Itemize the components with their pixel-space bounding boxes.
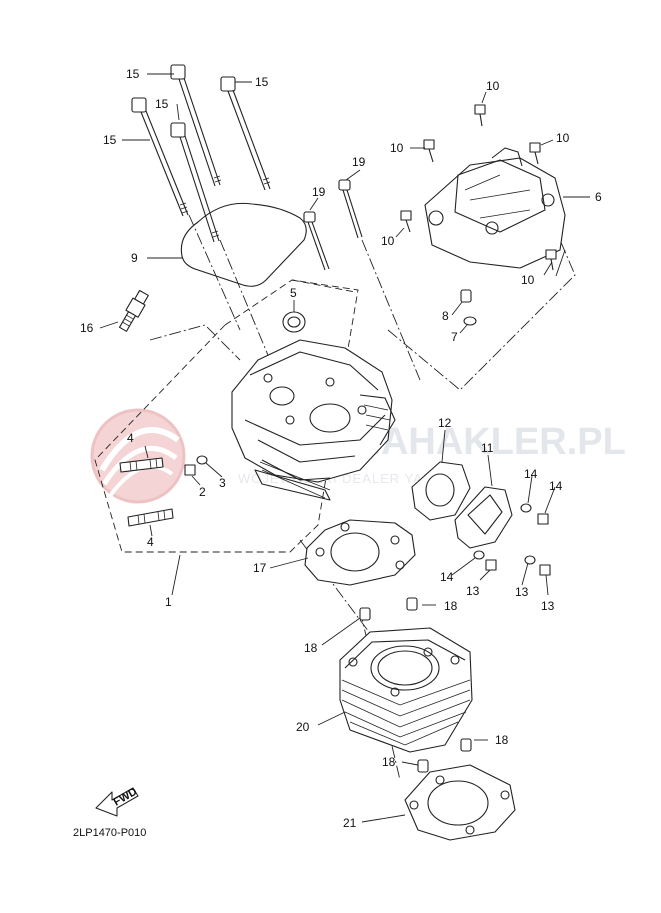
callout-10c: 10 xyxy=(556,131,570,145)
fwd-label: FWD xyxy=(112,786,140,809)
callout-16: 16 xyxy=(80,321,94,335)
cover-bolts xyxy=(400,104,557,271)
callout-18a: 18 xyxy=(444,599,458,613)
inspection-cover xyxy=(454,486,513,549)
callout-19a: 19 xyxy=(352,155,366,169)
callout-15c: 15 xyxy=(103,133,117,147)
callout-14b: 14 xyxy=(440,570,454,584)
callout-5: 5 xyxy=(290,286,297,300)
dowel-pin xyxy=(460,289,472,303)
callout-8: 8 xyxy=(442,309,449,323)
callout-6: 6 xyxy=(595,190,602,204)
callout-4a: 4 xyxy=(127,431,134,445)
watermark-logo xyxy=(90,408,186,504)
callout-15d: 15 xyxy=(155,97,169,111)
callout-13c: 13 xyxy=(541,599,555,613)
centerline-studs xyxy=(361,239,421,381)
centerline-plug xyxy=(149,324,241,361)
callout-1: 1 xyxy=(165,595,172,609)
centerline-bolt-2 xyxy=(219,239,271,361)
callouts: 15 15 15 15 10 10 10 10 10 19 19 6 9 5 8… xyxy=(80,67,602,830)
callout-20: 20 xyxy=(296,720,310,734)
callout-14c: 13 xyxy=(515,585,529,599)
callout-21: 21 xyxy=(343,816,357,830)
callout-15a: 15 xyxy=(126,67,140,81)
callout-17: 17 xyxy=(253,561,267,575)
callout-3: 3 xyxy=(219,476,226,490)
head-washer xyxy=(196,455,208,465)
callout-7: 7 xyxy=(451,330,458,344)
callout-18c: 18 xyxy=(495,733,509,747)
cylinder-dowels xyxy=(359,597,472,773)
callout-12: 12 xyxy=(438,416,452,430)
cover-fasteners xyxy=(473,503,551,576)
valve-cover xyxy=(424,147,566,269)
leader-lines xyxy=(99,73,590,823)
head-studs xyxy=(303,179,363,271)
exhaust-gasket xyxy=(411,461,471,521)
callout-15b: 15 xyxy=(255,75,269,89)
head-bolt-small xyxy=(184,464,196,476)
callout-9: 9 xyxy=(131,251,138,265)
callout-10a: 10 xyxy=(486,79,500,93)
exhaust-studs xyxy=(119,457,174,527)
spark-plug xyxy=(118,289,149,332)
callout-2: 2 xyxy=(199,485,206,499)
cylinder-block xyxy=(339,627,473,753)
fwd-arrow-icon: FWD xyxy=(95,786,140,817)
callout-13b: 13 xyxy=(466,584,480,598)
head-bolts xyxy=(131,64,271,243)
centerline-cover xyxy=(387,239,576,391)
diagram-code: 2LP1470-P010 xyxy=(73,827,146,839)
oil-seal xyxy=(282,311,306,333)
cylinder-head xyxy=(231,339,396,501)
head-cover-gasket xyxy=(180,202,307,287)
callout-10e: 10 xyxy=(521,273,535,287)
callout-11: 11 xyxy=(481,441,494,455)
callout-10b: 10 xyxy=(390,141,404,155)
callout-19b: 19 xyxy=(312,185,326,199)
cylinder-head-gasket xyxy=(304,519,416,586)
callout-4b: 4 xyxy=(147,535,154,549)
callout-18b: 18 xyxy=(304,641,318,655)
callout-13a: 14 xyxy=(549,479,563,493)
o-ring xyxy=(463,316,477,326)
callout-14a: 14 xyxy=(524,467,538,481)
centerline-bolt xyxy=(188,214,241,331)
cylinder-base-gasket xyxy=(404,764,516,841)
callout-10d: 10 xyxy=(381,234,395,248)
callout-18d: 18 xyxy=(382,755,396,769)
